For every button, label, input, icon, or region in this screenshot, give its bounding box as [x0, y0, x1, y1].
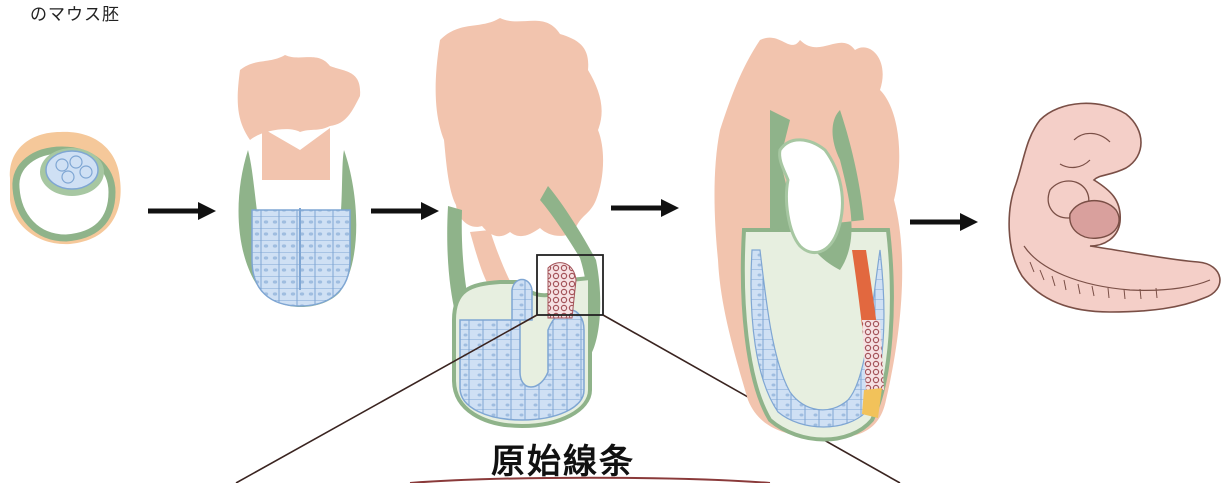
gastrulation-stage — [436, 18, 603, 426]
arrow-right-icon — [910, 213, 978, 231]
egg-cylinder-stage — [238, 55, 360, 307]
late-gastrula-stage — [715, 38, 903, 440]
arrow-right-icon — [371, 202, 439, 220]
diagram-caption: のマウス胚 — [30, 0, 120, 25]
blastocyst-stage — [10, 132, 121, 244]
primitive-streak-label: 原始線条 — [491, 434, 635, 483]
embryo-stage — [1009, 103, 1220, 312]
arrow-right-icon — [611, 199, 679, 217]
arrow-right-icon — [148, 202, 216, 220]
